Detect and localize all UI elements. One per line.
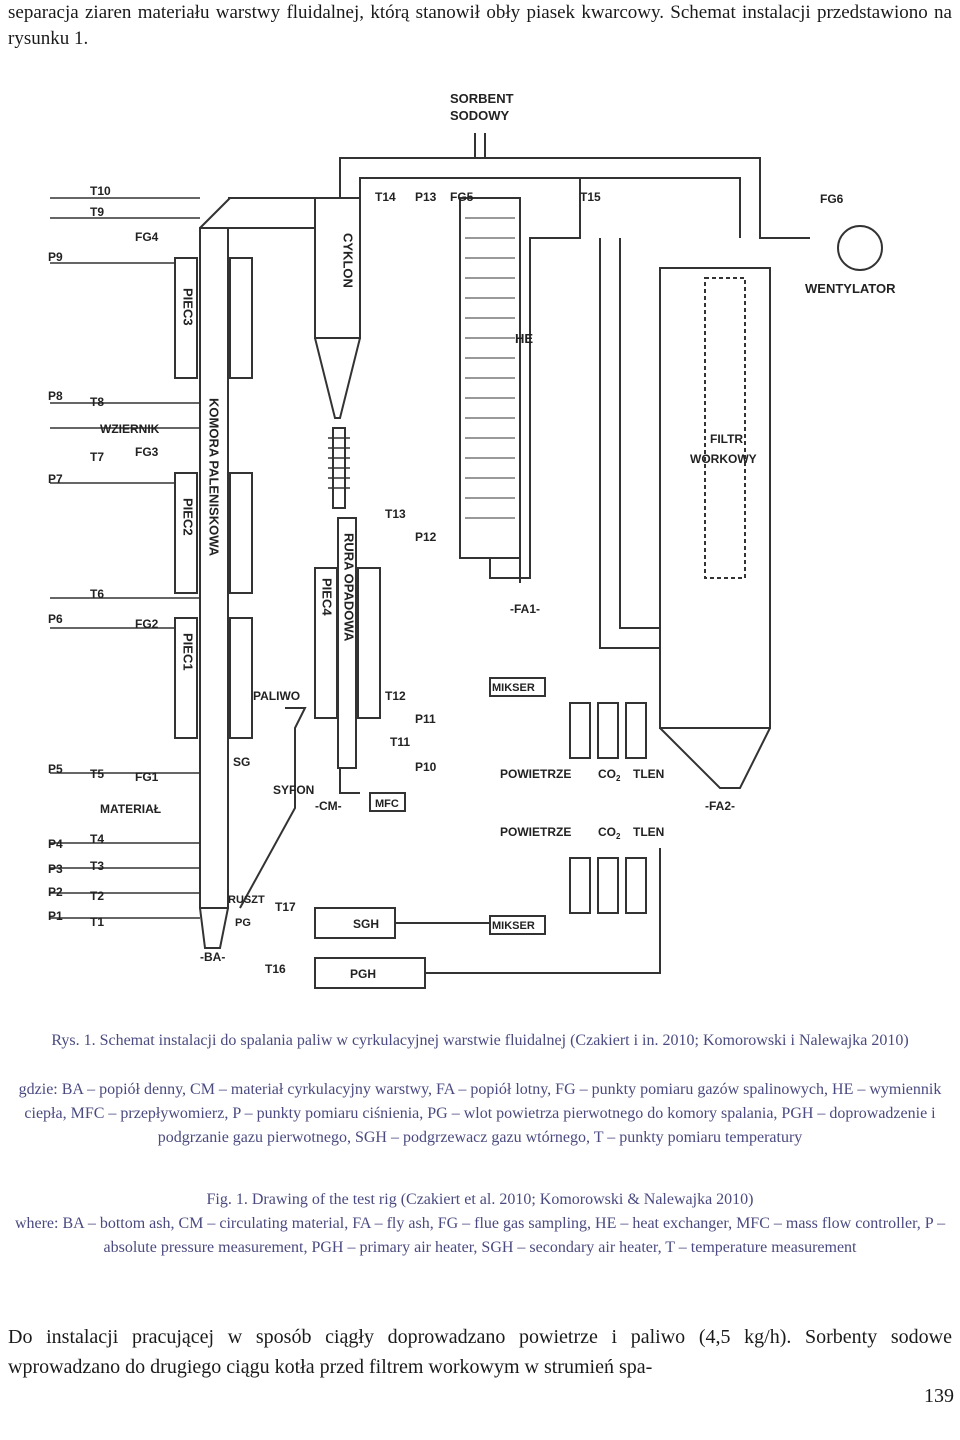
body-paragraph: Do instalacji pracującej w sposób ciągły… xyxy=(8,1326,952,1378)
powietrze-label-bottom: POWIETRZE xyxy=(500,825,571,839)
intro-paragraph: separacja ziaren materiału warstwy fluid… xyxy=(8,2,952,49)
point-material: MATERIAŁ xyxy=(100,802,161,816)
sorbent-label-1: SORBENT xyxy=(450,91,514,106)
point-FG3: FG3 xyxy=(135,445,159,459)
point-T16: T16 xyxy=(265,962,286,976)
komora-label: KOMORA PALENISKOWA xyxy=(207,398,222,557)
fa1-label: -FA1- xyxy=(510,602,540,616)
mikser-label-top: MIKSER xyxy=(492,682,535,694)
sg-label: SG xyxy=(233,755,250,769)
wentylator-label: WENTYLATOR xyxy=(805,281,896,296)
fa2-label: -FA2- xyxy=(705,799,735,813)
point-P7: P7 xyxy=(48,472,63,486)
pg-label: PG xyxy=(235,917,251,929)
point-P11: P11 xyxy=(415,712,436,726)
point-T14: T14 xyxy=(375,190,396,204)
syfon-label: SYFON xyxy=(273,783,314,797)
page-number: 139 xyxy=(924,1385,954,1407)
tlen-label-bottom: TLEN xyxy=(633,825,664,839)
point-T1: T1 xyxy=(90,915,104,929)
paliwo-label: PALIWO xyxy=(253,689,300,703)
mfc-box-label: MFC xyxy=(375,798,399,810)
point-P10: P10 xyxy=(415,760,437,774)
pgh-label: PGH xyxy=(350,967,376,981)
point-wziernik: WZIERNIK xyxy=(100,422,160,436)
point-P2: P2 xyxy=(48,885,63,899)
point-P3: P3 xyxy=(48,862,63,876)
point-T6: T6 xyxy=(90,587,104,601)
point-FG2: FG2 xyxy=(135,617,159,631)
caption-pl-legend: gdzie: BA – popiół denny, CM – materiał … xyxy=(18,1081,942,1146)
caption-en-legend: where: BA – bottom ash, CM – circulating… xyxy=(14,1215,946,1256)
point-P5: P5 xyxy=(48,762,63,776)
point-T2: T2 xyxy=(90,889,104,903)
caption-en-title: Fig. 1. Drawing of the test rig (Czakier… xyxy=(206,1191,754,1208)
test-rig-diagram: SORBENT SODOWY T10 T9 FG4 P9 P8 T8 WZIER… xyxy=(48,91,896,989)
cm-label: -CM- xyxy=(315,799,342,813)
co2-label-top: CO2 xyxy=(598,767,621,783)
point-P13: P13 xyxy=(415,190,437,204)
point-T10: T10 xyxy=(90,184,111,198)
point-T3: T3 xyxy=(90,859,104,873)
sgh-label: SGH xyxy=(353,917,379,931)
ruszt-label: RUSZT xyxy=(228,894,265,906)
mikser-label-bottom: MIKSER xyxy=(492,920,535,932)
point-T12: T12 xyxy=(385,689,406,703)
point-FG5: FG5 xyxy=(450,190,474,204)
point-FG4: FG4 xyxy=(135,230,159,244)
cyklon-label: CYKLON xyxy=(341,233,356,288)
tlen-label-top: TLEN xyxy=(633,767,664,781)
point-FG6: FG6 xyxy=(820,192,844,206)
he-label: HE xyxy=(515,331,533,346)
piec2-label: PIEC2 xyxy=(181,498,196,536)
point-P6: P6 xyxy=(48,612,63,626)
ba-label: -BA- xyxy=(200,950,225,964)
piec4-label: PIEC4 xyxy=(320,578,335,616)
sorbent-label-2: SODOWY xyxy=(450,108,510,123)
powietrze-label-top: POWIETRZE xyxy=(500,767,571,781)
point-T11: T11 xyxy=(390,735,410,749)
piec3-label: PIEC3 xyxy=(181,288,196,326)
point-FG1: FG1 xyxy=(135,770,159,784)
point-T8: T8 xyxy=(90,395,104,409)
point-P4: P4 xyxy=(48,837,63,851)
piec1-label: PIEC1 xyxy=(181,633,196,671)
co2-label-bottom: CO2 xyxy=(598,825,621,841)
caption-pl-title: Rys. 1. Schemat instalacji do spalania p… xyxy=(51,1032,909,1049)
point-T4: T4 xyxy=(90,832,104,846)
point-P9: P9 xyxy=(48,250,63,264)
filtr-label-1: FILTR xyxy=(710,432,743,446)
rura-label: RURA OPADOWA xyxy=(342,533,357,642)
point-T5: T5 xyxy=(90,767,104,781)
point-T13: T13 xyxy=(385,507,406,521)
point-T17: T17 xyxy=(275,900,296,914)
point-T15: T15 xyxy=(580,190,601,204)
filtr-label-2: WORKOWY xyxy=(690,452,757,466)
point-P8: P8 xyxy=(48,389,63,403)
point-T9: T9 xyxy=(90,205,104,219)
point-T7: T7 xyxy=(90,450,104,464)
point-P12: P12 xyxy=(415,530,437,544)
point-P1: P1 xyxy=(48,909,63,923)
